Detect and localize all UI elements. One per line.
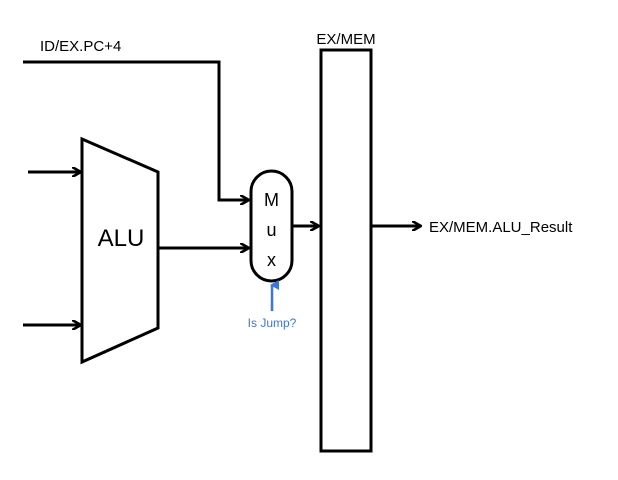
alu-label: ALU bbox=[98, 225, 145, 252]
ex-mem-register-label: EX/MEM bbox=[316, 31, 375, 48]
ex-mem-register bbox=[319, 48, 373, 453]
pc-plus4-label: ID/EX.PC+4 bbox=[40, 38, 121, 55]
mux-select-label: Is Jump? bbox=[248, 316, 297, 330]
alu-block bbox=[80, 136, 160, 365]
alu-result-output-label: EX/MEM.ALU_Result bbox=[429, 219, 573, 236]
pc-plus4-wire bbox=[23, 60, 249, 200]
mux-label-u: u bbox=[266, 220, 276, 240]
mux-label-m: M bbox=[264, 190, 279, 210]
mux-label-x: x bbox=[267, 250, 276, 270]
